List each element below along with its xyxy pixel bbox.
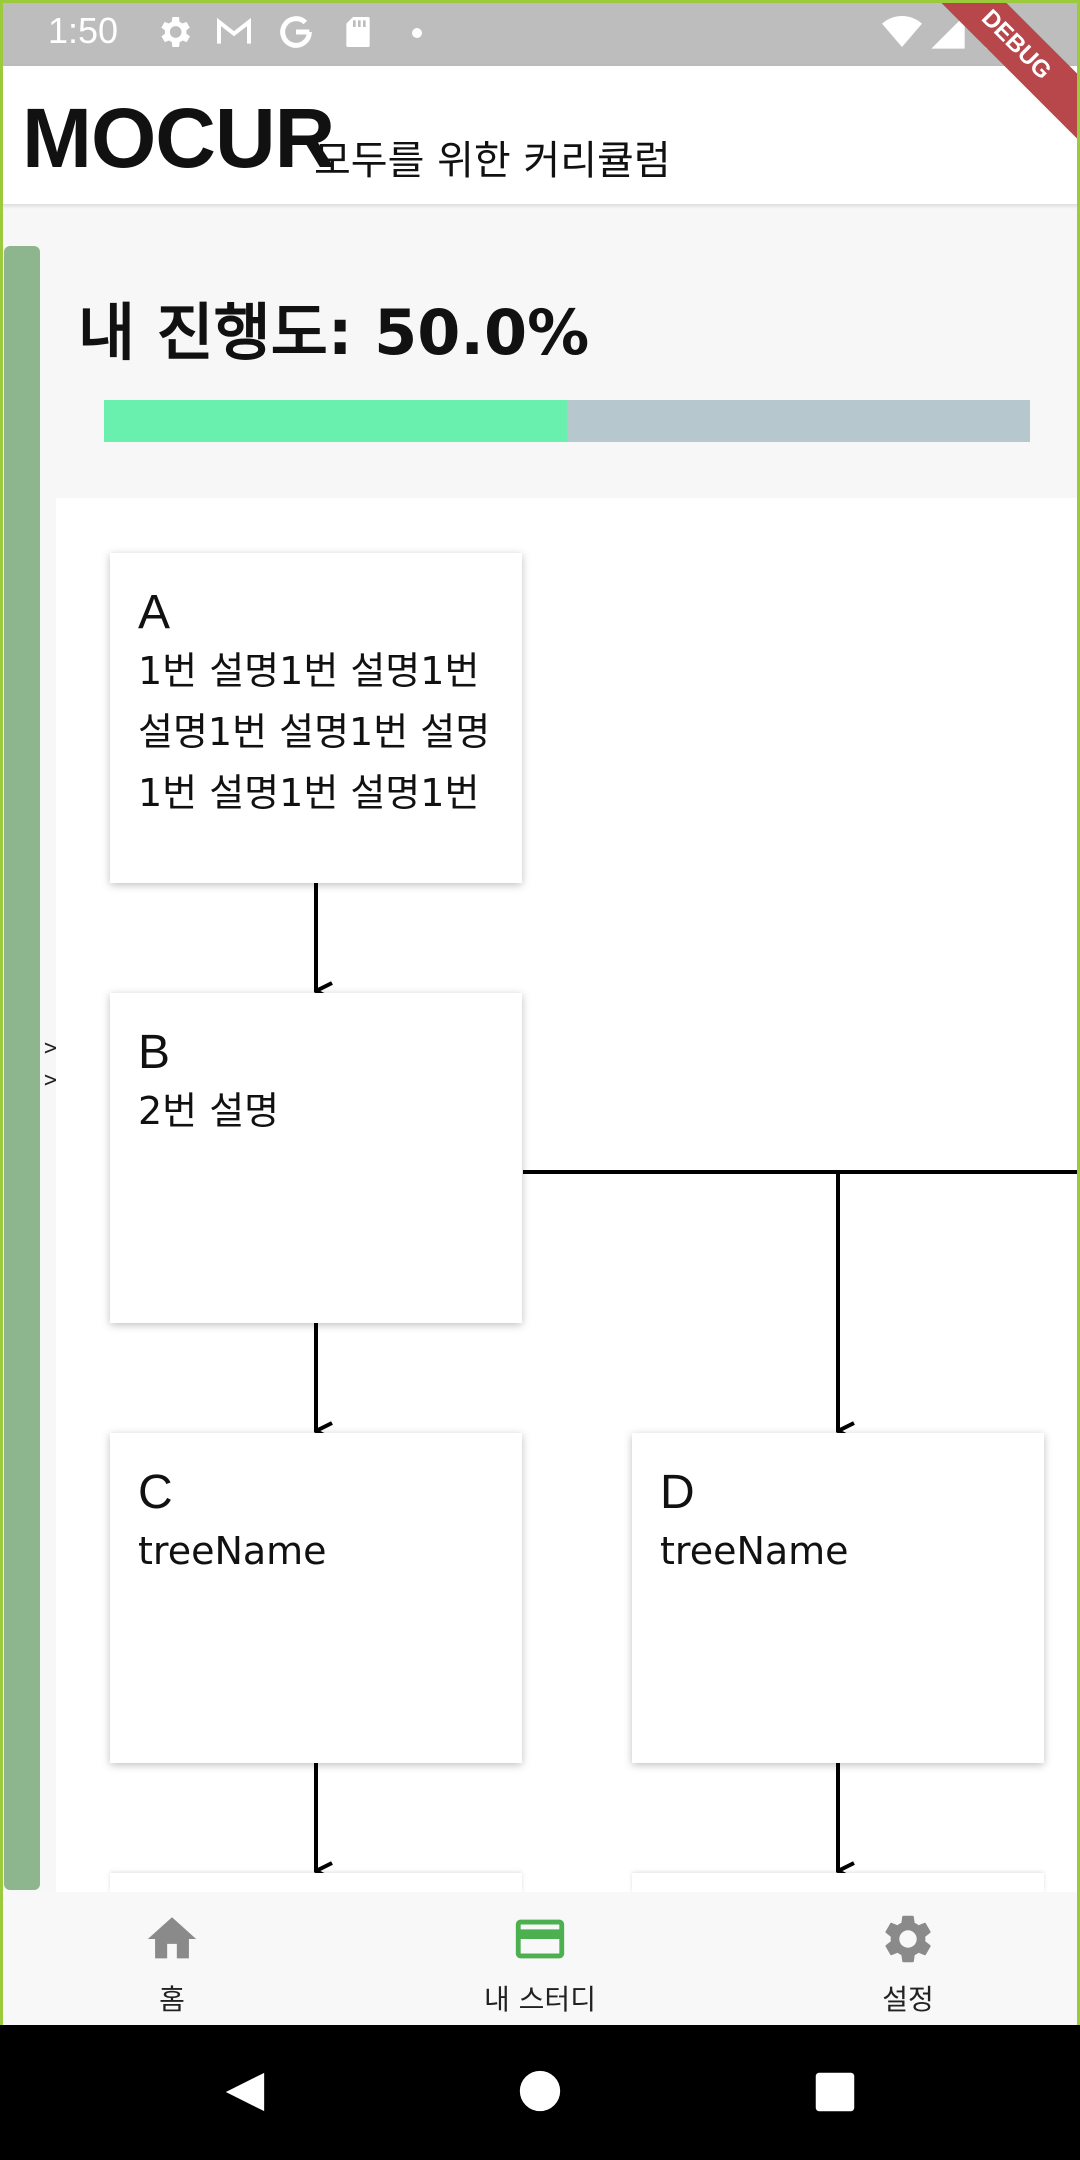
node-description: treeName (660, 1529, 849, 1573)
tree-node-b[interactable]: B 2번 설명 (110, 993, 522, 1323)
nav-home[interactable]: 홈 (52, 1910, 292, 2018)
node-description: treeName (138, 1529, 327, 1573)
tree-node-a[interactable]: A 1번 설명1번 설명1번 설명1번 설명1번 설명1번 설명1번 설명1번 … (110, 553, 522, 883)
status-bar: 1:50 (0, 0, 1080, 66)
progress-bar (104, 400, 1030, 442)
progress-label: 내 진행도: 50.0% (78, 296, 590, 369)
bottom-nav: 홈 내 스터디 설정 (0, 1892, 1080, 2025)
nav-my-study-label: 내 스터디 (484, 1983, 596, 2016)
node-name: B (138, 1026, 171, 1079)
settings-icon (161, 17, 190, 47)
chevron-right-icon[interactable]: > (44, 1036, 58, 1061)
home-icon (147, 1917, 197, 1959)
recents-icon[interactable] (814, 2071, 856, 2113)
tree-node-stub[interactable] (632, 1873, 1044, 1893)
wifi-icon (882, 16, 922, 47)
nav-my-study[interactable]: 내 스터디 (420, 1910, 660, 2018)
system-nav-bar (0, 2025, 1080, 2160)
node-name: D (660, 1466, 695, 1519)
node-description: 2번 설명 (138, 1089, 280, 1133)
node-name: C (138, 1466, 173, 1519)
sd-card-icon (346, 17, 370, 47)
back-icon[interactable] (222, 2069, 268, 2115)
gmail-icon (217, 17, 251, 44)
app-title: MOCUR (22, 91, 335, 185)
notification-dot (412, 28, 422, 38)
tree-node-c[interactable]: C treeName (110, 1433, 522, 1763)
signal-icon (931, 15, 965, 49)
tree-node-stub[interactable] (110, 1873, 522, 1893)
nav-settings[interactable]: 설정 (788, 1910, 1028, 2018)
nav-home-label: 홈 (159, 1983, 185, 2016)
chevron-right-icon[interactable]: > (44, 1068, 58, 1093)
drawer-handle[interactable] (4, 246, 40, 1890)
home-circle-icon[interactable] (518, 2069, 562, 2113)
app-subtitle: 모두를 위한 커리큘럼 (314, 138, 671, 184)
node-description: 1번 설명1번 설명1번 설명1번 설명1번 설명1번 설명1번 설명1번 설명… (138, 649, 491, 815)
node-name: A (138, 586, 171, 639)
tree-node-d[interactable]: D treeName (632, 1433, 1044, 1763)
nav-settings-label: 설정 (882, 1983, 934, 2016)
status-time: 1:50 (48, 10, 119, 51)
gear-icon (885, 1915, 931, 1963)
progress-fill (104, 400, 567, 442)
app-bar: MOCUR 모두를 위한 커리큘럼 (0, 66, 1080, 204)
credit-card-icon (515, 1919, 565, 1959)
google-icon (280, 16, 312, 48)
